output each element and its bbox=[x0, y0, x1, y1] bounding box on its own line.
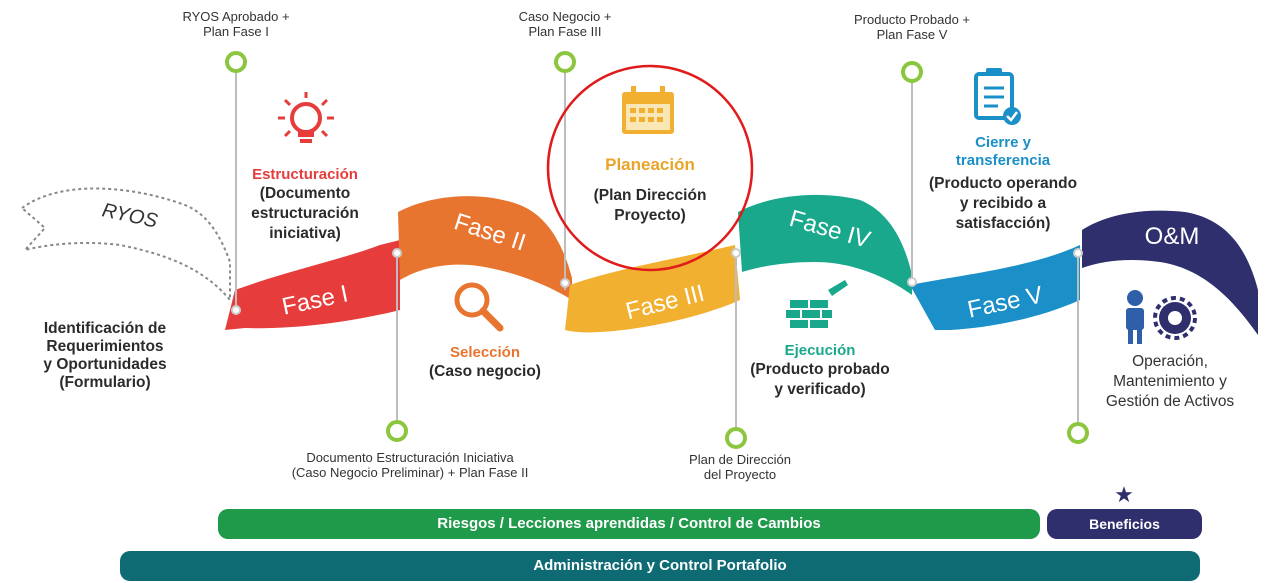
junction-dot-1 bbox=[231, 305, 241, 315]
identificacion-text: Identificación de Requerimientos y Oport… bbox=[43, 320, 167, 391]
estructuracion-title: Estructuración bbox=[252, 166, 358, 183]
ejecucion-desc: (Producto probado y verificado) bbox=[750, 361, 890, 398]
cierre-desc: (Producto operando y recibido a satisfac… bbox=[928, 175, 1078, 232]
fase1-ribbon bbox=[225, 240, 400, 330]
junction-dot-5 bbox=[907, 277, 917, 287]
fase3-ribbon bbox=[565, 245, 740, 333]
milestone-5-text: Producto Probado + Plan Fase V bbox=[854, 12, 970, 42]
junction-dot-2 bbox=[392, 248, 402, 258]
milestone-4-text: Plan de Dirección del Proyecto bbox=[689, 452, 791, 482]
milestone-2-text: Documento Estructuración Iniciativa (Cas… bbox=[291, 450, 529, 480]
planeacion-highlight-circle bbox=[546, 64, 754, 272]
milestone-3-text: Caso Negocio + Plan Fase III bbox=[518, 9, 612, 39]
lightbulb-icon bbox=[278, 92, 334, 143]
operacion-block: Operación, Mantenimiento y Gestión de Ac… bbox=[1090, 352, 1250, 412]
milestone-node-4 bbox=[725, 427, 747, 449]
ejecucion-title: Ejecución bbox=[784, 342, 856, 359]
planeacion-title: Planeación bbox=[605, 155, 695, 174]
fase4-ribbon bbox=[738, 194, 912, 295]
ryos-label: RYOS bbox=[100, 199, 160, 232]
operacion-desc: Operación, Mantenimiento y Gestión de Ac… bbox=[1105, 353, 1235, 410]
person-gear-icon bbox=[1126, 290, 1197, 344]
seleccion-title: Selección bbox=[449, 344, 521, 361]
milestone-1-text: RYOS Aprobado + Plan Fase I bbox=[182, 9, 290, 39]
seleccion-block: Selección (Caso negocio) bbox=[410, 344, 560, 382]
junction-dot-6 bbox=[1073, 248, 1083, 258]
riesgos-bar: Riesgos / Lecciones aprendidas / Control… bbox=[218, 509, 1040, 539]
om-label: O&M bbox=[1145, 223, 1200, 250]
planeacion-desc: (Plan Dirección Proyecto) bbox=[593, 187, 707, 224]
milestone-node-3 bbox=[554, 51, 576, 73]
star-icon: ★ bbox=[1114, 483, 1134, 508]
milestone-node-1 bbox=[225, 51, 247, 73]
magnifier-icon bbox=[454, 282, 504, 332]
cierre-block: Cierre y transferencia (Producto operand… bbox=[918, 134, 1088, 234]
estructuracion-block: Estructuración (Documento estructuración… bbox=[240, 166, 370, 244]
clipboard-icon bbox=[974, 68, 1021, 125]
portafolio-bar: Administración y Control Portafolio bbox=[120, 551, 1200, 581]
brick-wall-icon bbox=[786, 280, 848, 328]
beneficios-bar: Beneficios bbox=[1047, 509, 1202, 539]
fase2-ribbon bbox=[398, 196, 572, 300]
estructuracion-desc: (Documento estructuración iniciativa) bbox=[251, 185, 359, 242]
seleccion-desc: (Caso negocio) bbox=[429, 363, 541, 380]
junction-dot-4 bbox=[731, 248, 741, 258]
ejecucion-block: Ejecución (Producto probado y verificado… bbox=[740, 342, 900, 400]
milestone-node-6 bbox=[1067, 422, 1089, 444]
cierre-title: Cierre y transferencia bbox=[955, 134, 1051, 169]
fase5-ribbon bbox=[910, 245, 1080, 330]
planeacion-block: Planeación (Plan Dirección Proyecto) bbox=[580, 156, 720, 226]
om-ribbon bbox=[1082, 210, 1258, 335]
calendar-icon bbox=[622, 86, 674, 134]
junction-dot-3 bbox=[560, 278, 570, 288]
milestone-node-2 bbox=[386, 420, 408, 442]
milestone-node-5 bbox=[901, 61, 923, 83]
